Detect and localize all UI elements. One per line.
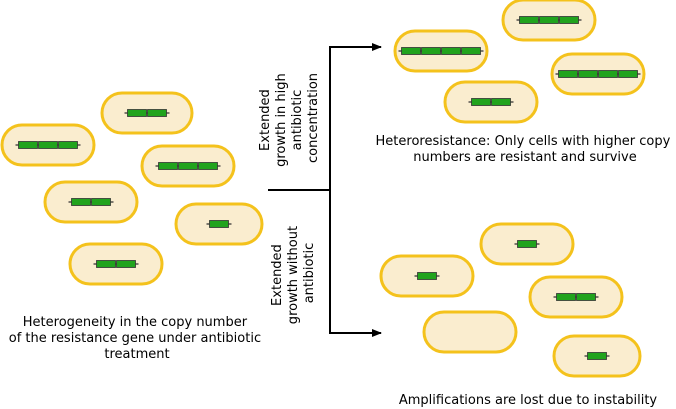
bacterial-cell: [0, 123, 96, 167]
resistance-gene-copy: [559, 16, 579, 24]
resistance-gene-copy: [198, 162, 218, 170]
resistance-gene-copy: [71, 198, 91, 206]
resistance-gene-copy: [517, 240, 537, 248]
resistance-gene-copy: [471, 98, 491, 106]
resistance-gene-copy: [598, 70, 618, 78]
bacterial-cell: [479, 222, 575, 266]
bacterial-cell: [422, 310, 518, 354]
resistance-gene-copy: [91, 198, 111, 206]
resistance-gene-copy: [519, 16, 539, 24]
bacterial-cell: [68, 242, 164, 286]
bottom-caption: Amplifications are lost due to instabili…: [399, 393, 658, 408]
resistance-gene-copy: [178, 162, 198, 170]
resistance-gene-copy: [209, 220, 229, 228]
bacterial-cell: [379, 254, 475, 298]
resistance-gene-copy: [461, 47, 481, 55]
left-caption: Heterogeneity in the copy number of the …: [9, 315, 265, 362]
top-branch-label: Extended growth in high antibiotic conce…: [258, 69, 321, 167]
resistance-gene-copy: [96, 260, 116, 268]
bacterial-cell: [443, 80, 539, 124]
resistance-gene-copy: [58, 141, 78, 149]
resistance-gene-copy: [38, 141, 58, 149]
top-cell-population: [393, 0, 646, 124]
resistance-gene-copy: [421, 47, 441, 55]
resistance-gene-copy: [158, 162, 178, 170]
left-cell-population: [0, 91, 264, 286]
top-caption: Heteroresistance: Only cells with higher…: [376, 134, 675, 165]
resistance-gene-copy: [491, 98, 511, 106]
branch-connector: [268, 43, 382, 337]
resistance-gene-copy: [147, 109, 167, 117]
bottom-branch-label: Extended growth without antibiotic: [270, 222, 317, 324]
resistance-gene-copy: [539, 16, 559, 24]
bacterial-cell: [100, 91, 194, 135]
cell-body: [422, 310, 518, 354]
bacterial-cell: [43, 180, 139, 224]
resistance-gene-copy: [441, 47, 461, 55]
resistance-gene-copy: [18, 141, 38, 149]
resistance-gene-copy: [576, 293, 596, 301]
resistance-gene-copy: [556, 293, 576, 301]
resistance-gene-copy: [417, 272, 437, 280]
bottom-cell-population: [379, 222, 642, 378]
resistance-gene-copy: [558, 70, 578, 78]
resistance-gene-copy: [401, 47, 421, 55]
resistance-gene-copy: [587, 352, 607, 360]
resistance-gene-copy: [127, 109, 147, 117]
bacterial-cell: [528, 275, 624, 319]
bacterial-cell: [393, 29, 489, 73]
resistance-gene-copy: [618, 70, 638, 78]
bacterial-cell: [552, 334, 642, 378]
bacterial-cell: [174, 202, 264, 246]
bacterial-cell: [550, 52, 646, 96]
resistance-gene-copy: [578, 70, 598, 78]
bacterial-cell: [140, 144, 236, 188]
bacterial-cell: [501, 0, 597, 42]
resistance-gene-copy: [116, 260, 136, 268]
